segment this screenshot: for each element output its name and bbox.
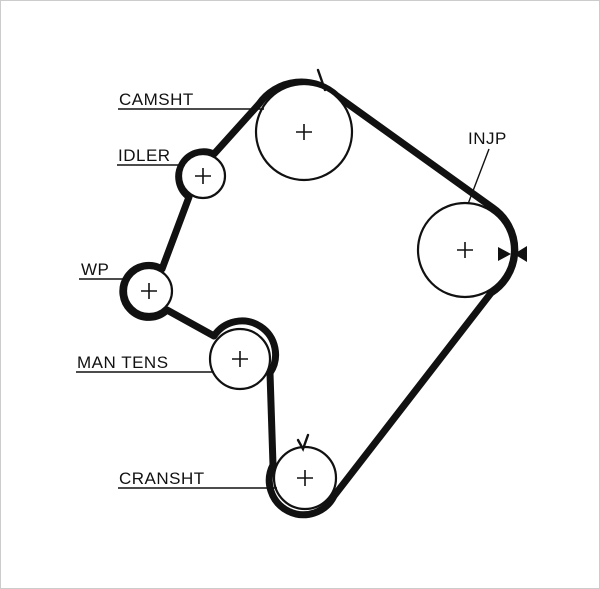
- injp-label: INJP: [468, 129, 507, 148]
- belt-path: [119, 78, 519, 519]
- cransht-center-cross: [297, 470, 313, 486]
- man-tens-label: MAN TENS: [77, 353, 169, 372]
- idler-center-cross: [195, 168, 211, 184]
- cransht-label: CRANSHT: [119, 469, 205, 488]
- camsht-timing-mark-icon: [316, 68, 327, 92]
- man-tens-center-cross: [232, 351, 248, 367]
- injp-center-cross: [457, 242, 473, 258]
- wp-center-cross: [141, 283, 157, 299]
- injp-leader-line: [467, 148, 490, 205]
- wp-label: WP: [81, 260, 109, 279]
- injp-arrow-left-icon: [514, 246, 527, 262]
- camsht-center-cross: [296, 124, 312, 140]
- cransht-timing-mark-icon: [296, 433, 310, 452]
- idler-label: IDLER: [118, 146, 171, 165]
- injp-arrow-right-icon: [498, 247, 511, 261]
- camsht-label: CAMSHT: [119, 90, 194, 109]
